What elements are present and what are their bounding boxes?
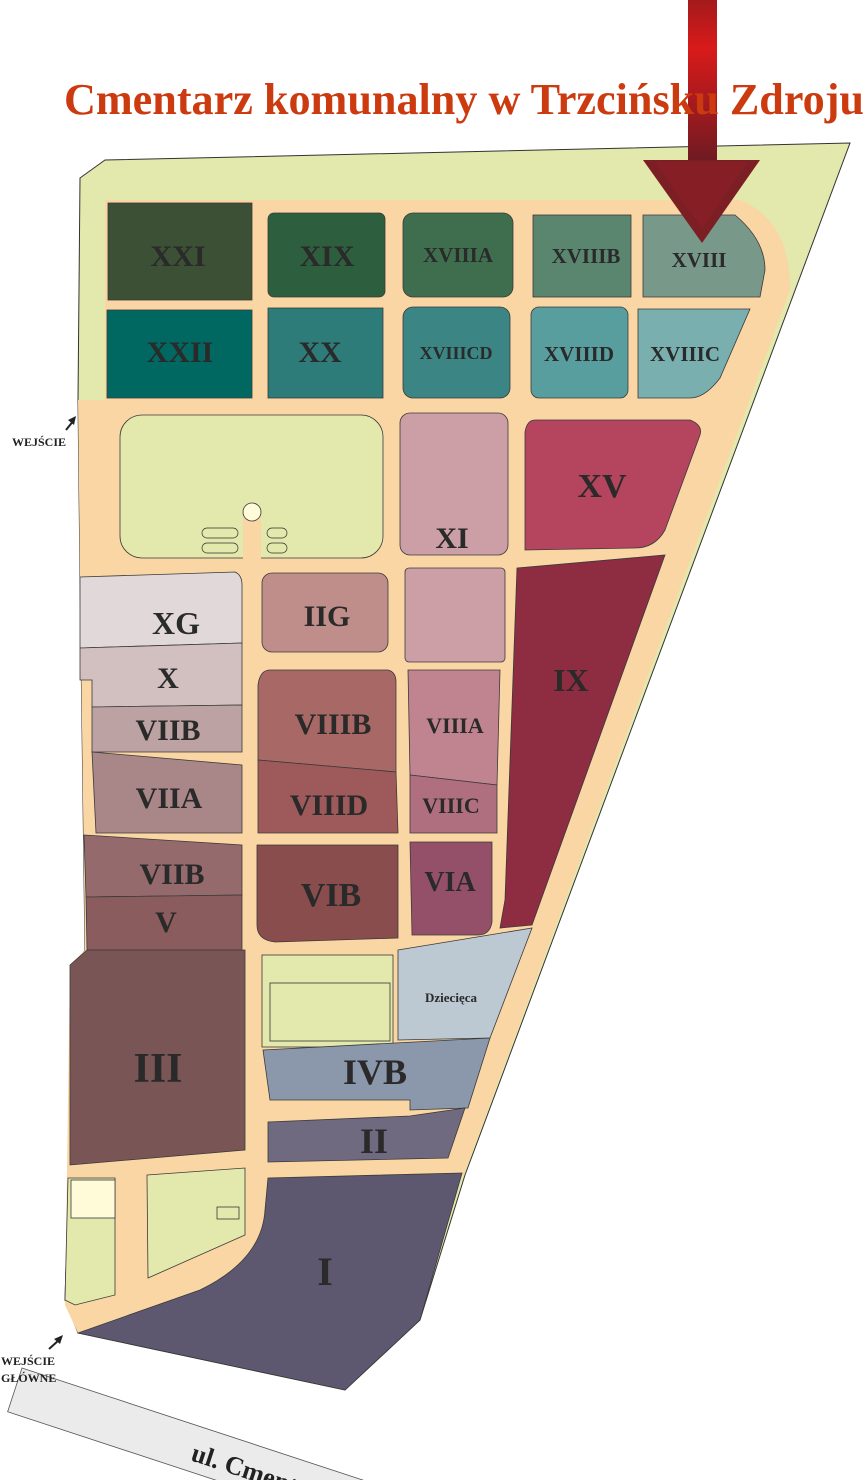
label-XVIIIC: XVIIIC [650, 342, 720, 366]
map-title: Cmentarz komunalny w Trzcińsku Zdroju [64, 75, 863, 124]
chapel-icon [242, 502, 262, 522]
label-VIIIC: VIIIC [422, 793, 479, 818]
label-XIX: XIX [299, 240, 354, 273]
label-IVB: IVB [343, 1052, 407, 1092]
section-XIX[interactable] [267, 212, 386, 298]
label-XVIIIB: XVIIIB [552, 244, 621, 268]
label-XX: XX [298, 336, 342, 369]
bench [266, 542, 288, 554]
green-area-bottom [146, 1167, 246, 1279]
arrow-head-icon [68, 416, 76, 425]
bench [201, 527, 239, 539]
section-XVIII[interactable] [642, 214, 766, 298]
label-X: X [157, 662, 179, 695]
label-I: I [317, 1249, 333, 1294]
label-VIB: VIB [301, 877, 361, 914]
label-IX: IX [553, 662, 589, 698]
section-XVIIIA[interactable] [402, 212, 514, 298]
label-XXI: XXI [150, 240, 205, 273]
building [70, 1179, 116, 1219]
green-area [261, 954, 394, 1048]
label-II: II [360, 1121, 388, 1161]
label-XV: XV [577, 468, 627, 505]
label-XVIIICD: XVIIICD [419, 343, 492, 363]
section-VIIB-upper[interactable] [91, 704, 243, 753]
entrance-main: WEJŚCIE GŁÓWNE [1, 1335, 63, 1385]
section-VIIIC[interactable] [409, 774, 498, 834]
entrance-side-label: WEJŚCIE [12, 435, 66, 449]
section-VIB[interactable] [256, 844, 399, 943]
entrance-main-label-2: GŁÓWNE [1, 1371, 56, 1385]
label-VIA: VIA [424, 867, 476, 898]
label-XVIIID: XVIIID [544, 342, 614, 366]
section-unlabeled[interactable] [404, 567, 506, 663]
label-VIIA: VIIA [136, 782, 203, 815]
label-VIIIB: VIIIB [295, 708, 372, 741]
section-XV[interactable] [524, 419, 701, 551]
small-building [216, 1206, 240, 1220]
label-V: V [155, 906, 177, 939]
section-IIG[interactable] [261, 572, 389, 653]
label-VIIB-lower: VIIB [139, 858, 204, 891]
section-VIIA[interactable] [91, 751, 243, 834]
section-VIA[interactable] [409, 841, 493, 936]
section-XG[interactable] [79, 571, 243, 649]
label-Dziecieca: Dziecięca [425, 990, 477, 1005]
section-IX[interactable] [499, 554, 666, 929]
section-XX[interactable] [267, 307, 384, 399]
label-IIG: IIG [304, 600, 351, 633]
label-VIIID: VIIID [290, 789, 368, 822]
label-XI: XI [435, 522, 468, 555]
section-XVIIIB[interactable] [532, 214, 632, 298]
bench [201, 542, 239, 554]
label-VIIB-upper: VIIB [135, 714, 200, 747]
label-III: III [133, 1046, 182, 1092]
arrow-head-icon [54, 1335, 63, 1344]
green-inner [269, 982, 391, 1042]
label-XVIIIA: XVIIIA [423, 243, 494, 267]
section-I[interactable] [76, 1172, 463, 1391]
label-XXII: XXII [147, 336, 214, 369]
section-XI[interactable] [399, 412, 509, 556]
bench [266, 527, 288, 539]
path-to-chapel [243, 515, 261, 560]
section-XVIIIC[interactable] [637, 308, 751, 399]
section-XVIIID[interactable] [530, 306, 629, 399]
section-XXI[interactable] [107, 202, 253, 301]
section-XXII[interactable] [106, 309, 253, 399]
section-II[interactable] [267, 1107, 466, 1163]
section-VIIID[interactable] [257, 759, 399, 834]
label-VIIIA: VIIIA [426, 713, 484, 738]
label-XG: XG [152, 605, 200, 641]
entrance-side: WEJŚCIE [12, 416, 76, 449]
section-XVIIICD[interactable] [402, 306, 511, 399]
label-XVIII: XVIII [672, 248, 727, 272]
entrance-main-label-1: WEJŚCIE [1, 1354, 55, 1368]
location-arrow-icon [643, 0, 760, 243]
section-IVB[interactable] [262, 1037, 491, 1111]
section-III[interactable] [69, 949, 246, 1166]
